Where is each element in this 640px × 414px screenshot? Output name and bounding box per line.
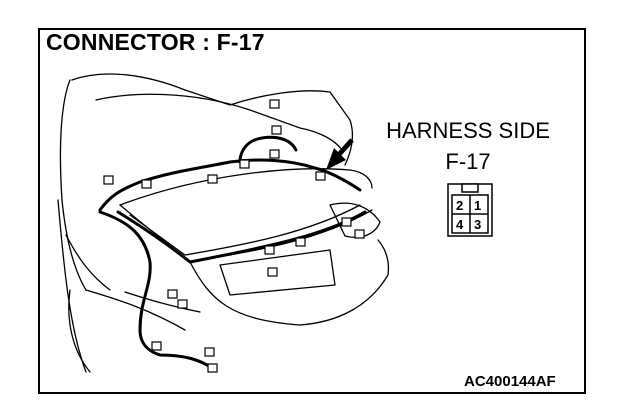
- harness-connector: [141, 179, 152, 189]
- harness-connector: [295, 237, 306, 247]
- harness-connector: [264, 245, 275, 255]
- pin-3: 3: [474, 217, 481, 232]
- harness-connector: [167, 289, 178, 299]
- harness-connector: [341, 217, 352, 227]
- c-pillar: [59, 79, 87, 291]
- rear-bumper: [189, 239, 390, 326]
- rear-fender: [85, 289, 186, 331]
- pin-2: 2: [456, 198, 463, 213]
- connector-face-diagram: 2 1 4 3: [447, 183, 493, 237]
- tail-light: [329, 202, 381, 238]
- harness-pillar: [238, 135, 298, 164]
- harness-connector: [204, 347, 215, 357]
- harness-connector: [267, 267, 278, 277]
- figure-code: AC400144AF: [464, 373, 556, 390]
- harness-connector: [269, 99, 280, 109]
- pointer-arrow: [326, 138, 354, 170]
- harness-connector: [207, 174, 218, 184]
- rear-wheel: [68, 289, 91, 373]
- harness-side-label: HARNESS SIDE: [386, 118, 550, 143]
- harness-connector: [354, 229, 365, 239]
- harness-connector: [103, 175, 114, 185]
- body-side-line: [57, 199, 87, 373]
- rear-window-outline: [71, 73, 354, 166]
- wheel-arch: [65, 234, 111, 291]
- harness-connector: [177, 299, 188, 309]
- pin-4: 4: [456, 217, 464, 232]
- harness-connector: [269, 149, 280, 159]
- harness-connector: [207, 363, 218, 373]
- bumper-lower: [124, 291, 201, 313]
- trunk-lid-inner: [129, 204, 361, 256]
- harness-connector: [239, 159, 250, 169]
- diagram-title: CONNECTOR : F-17: [46, 29, 265, 55]
- diagram-frame: [38, 28, 586, 394]
- harness-connector: [315, 171, 326, 181]
- connector-id-label: F-17: [445, 149, 491, 174]
- harness-trunk-lid: [98, 158, 362, 212]
- pin-1: 1: [474, 198, 481, 213]
- harness-connector: [151, 341, 162, 351]
- license-plate-recess: [219, 249, 336, 296]
- harness-connector: [271, 125, 282, 135]
- harness-lid-edge: [116, 210, 367, 264]
- roof-line: [95, 93, 343, 151]
- harness-left-side: [98, 210, 214, 370]
